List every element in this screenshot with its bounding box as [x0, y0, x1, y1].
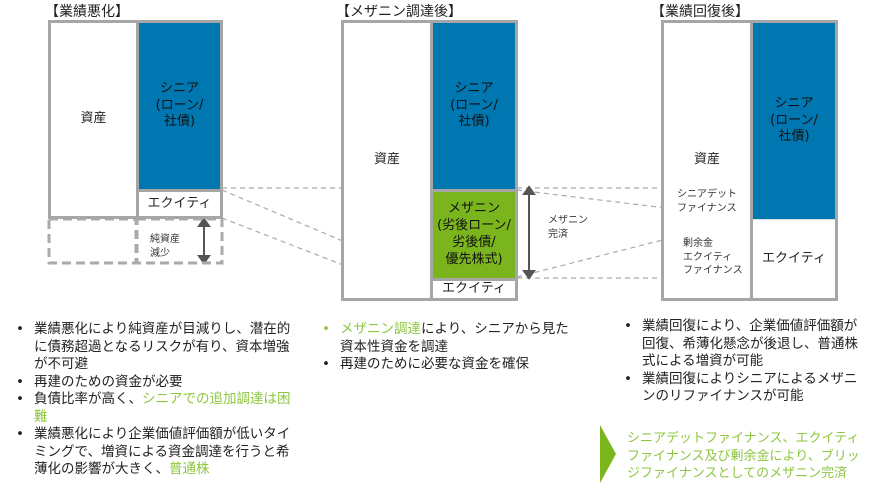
conclusion-text: シニアデットファイナンス、エクイティファイナンス及び剰余金により、ブリッジファイ… [627, 431, 860, 481]
bullets-recovery: 業績回復により、企業価値評価額が回復、希薄化懸念が後退し、普通株式による増資が可… [620, 318, 870, 406]
net-asset-decrease-label: 純資産 減少 [150, 234, 180, 259]
balance-sheet-deterioration: 資産 シニア (ローン/ 社債) エクイティ [48, 20, 223, 219]
senior-block: シニア (ローン/ 社債) [753, 23, 835, 219]
senior-block: シニア (ローン/ 社債) [433, 23, 515, 189]
equity-block: エクイティ [147, 195, 212, 211]
asset-block: 資産 [373, 152, 400, 168]
bullet: 業績回復により、企業価値評価額が回復、希薄化懸念が後退し、普通株式による増資が可… [620, 318, 870, 371]
bullets-mezzanine: メザニン調達により、シニアから見た資本性資金を調達 再建のために必要な資金を確保 [318, 321, 578, 374]
equity-block: エクイティ [762, 250, 826, 266]
senior-debt-finance-label: シニアデット ファイナンス [677, 189, 737, 214]
bullet: 業績回復によりシニアによるメザニンのリファイナンスが可能 [620, 371, 870, 406]
panel-title-deterioration: 【業績悪化】 [45, 4, 129, 20]
bullet: 業績悪化により企業価値評価額が低いタイミングで、増資による資金調達を行うと希薄化… [12, 426, 292, 479]
balance-sheet-recovery: 資産 シニア (ローン/ 社債) エクイティ [661, 20, 838, 301]
arrow-right-icon [600, 425, 616, 483]
senior-block: シニア (ローン/ 社債) [139, 23, 220, 189]
equity-block: エクイティ [442, 281, 506, 297]
asset-block: 資産 [693, 152, 720, 168]
panel-title-recovery: 【業績回復後】 [651, 4, 749, 20]
bullet: メザニン調達により、シニアから見た資本性資金を調達 [318, 321, 578, 356]
bullet: 再建のための資金が必要 [12, 374, 292, 392]
mezzanine-repaid-label: メザニン 完済 [548, 215, 588, 240]
bullet: 業績悪化により純資産が目減りし、潜在的に債務超過となるリスクが有り、資本増強が不… [12, 321, 292, 374]
equity-finance-label: 剰余金 エクイティ ファイナンス [683, 238, 743, 276]
bullets-deterioration: 業績悪化により純資産が目減りし、潜在的に債務超過となるリスクが有り、資本増強が不… [12, 321, 292, 479]
mezzanine-block: メザニン (劣後ローン/ 劣後債/ 優先株式) [433, 192, 515, 278]
bullet: 再建のために必要な資金を確保 [318, 356, 578, 374]
balance-sheet-mezzanine: 資産 シニア (ローン/ 社債) メザニン (劣後ローン/ 劣後債/ 優先株式)… [341, 20, 518, 301]
asset-block: 資産 [80, 111, 107, 127]
bullet: 負債比率が高く、シニアでの追加調達は困難 [12, 391, 292, 426]
panel-title-mezzanine: 【メザニン調達後】 [336, 4, 462, 20]
